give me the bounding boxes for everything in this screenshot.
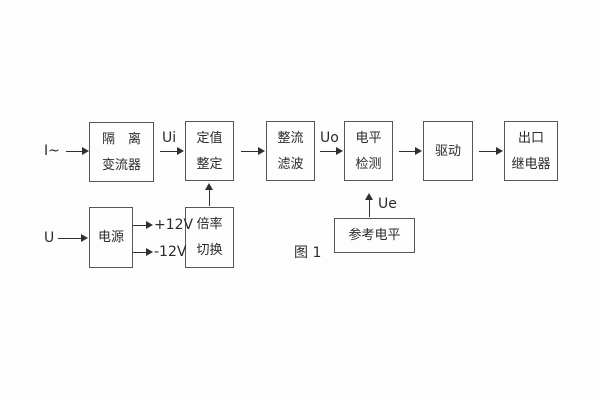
block-multiplier-switch-line2: 切换 <box>196 243 223 258</box>
arrow-current-input-head <box>82 147 89 155</box>
arrow-current-input-line <box>66 151 82 152</box>
block-reference-level: 参考电平 <box>334 218 415 253</box>
block-power-supply: 电源 <box>89 207 133 268</box>
arrow-ue-line <box>369 199 370 217</box>
arrow-ui-head <box>177 147 184 155</box>
arrow-level-to-drive-head <box>415 147 422 155</box>
block-level-detector-line2: 检测 <box>355 156 382 172</box>
label-plus-12v: +12V <box>154 217 194 233</box>
arrow-voltage-input-head <box>81 234 88 242</box>
arrow-uo-line <box>320 151 336 152</box>
block-level-detector: 电平 检测 <box>344 121 393 181</box>
arrow-plus-12v-line <box>133 225 146 226</box>
block-output-relay-line1: 出口 <box>517 130 544 146</box>
block-isolation-transformer-line2: 变流器 <box>101 157 141 173</box>
arrow-drive-to-relay-line <box>479 151 496 152</box>
label-input-current: I~ <box>44 143 60 159</box>
label-ue: Ue <box>378 196 397 212</box>
arrow-voltage-input-line <box>58 238 81 239</box>
block-drive: 驱动 <box>423 121 473 181</box>
arrow-uo-head <box>336 147 343 155</box>
block-isolation-transformer: 隔 离 变流器 <box>89 122 154 182</box>
arrow-level-to-drive-line <box>399 151 415 152</box>
arrow-ui-line <box>160 151 177 152</box>
block-multiplier-switch-line1: 倍率 <box>196 217 223 232</box>
arrow-ue-head <box>365 193 373 200</box>
block-output-relay: 出口 继电器 <box>504 121 558 181</box>
arrow-plus-12v-head <box>146 221 153 229</box>
block-rectifier-filter: 整流 滤波 <box>266 121 315 181</box>
block-setting-adjust-line2: 整定 <box>196 156 223 172</box>
block-multiplier-switch: 倍率 切换 <box>185 207 234 268</box>
block-rectifier-filter-line1: 整流 <box>277 130 304 146</box>
arrow-setting-to-rectifier-head <box>258 147 265 155</box>
block-rectifier-filter-line2: 滤波 <box>277 156 304 172</box>
block-setting-adjust: 定值 整定 <box>185 121 234 181</box>
block-drive-line1: 驱动 <box>434 143 461 159</box>
figure-caption: 图 1 <box>294 245 322 261</box>
arrow-multiplier-to-setting-line <box>209 189 210 206</box>
label-uo: Uo <box>320 130 339 146</box>
arrow-drive-to-relay-head <box>496 147 503 155</box>
arrow-multiplier-to-setting-head <box>205 183 213 190</box>
block-level-detector-line1: 电平 <box>355 130 382 146</box>
arrow-minus-12v-line <box>133 252 146 253</box>
label-minus-12v: -12V <box>154 244 187 260</box>
block-output-relay-line2: 继电器 <box>511 156 551 172</box>
label-input-voltage: U <box>44 230 55 246</box>
block-isolation-transformer-line1: 隔 离 <box>101 131 141 147</box>
block-reference-level-line1: 参考电平 <box>348 228 401 243</box>
block-setting-adjust-line1: 定值 <box>196 130 223 146</box>
arrow-setting-to-rectifier-line <box>241 151 258 152</box>
label-ui: Ui <box>162 130 177 146</box>
arrow-minus-12v-head <box>146 248 153 256</box>
block-power-supply-line1: 电源 <box>97 230 124 245</box>
